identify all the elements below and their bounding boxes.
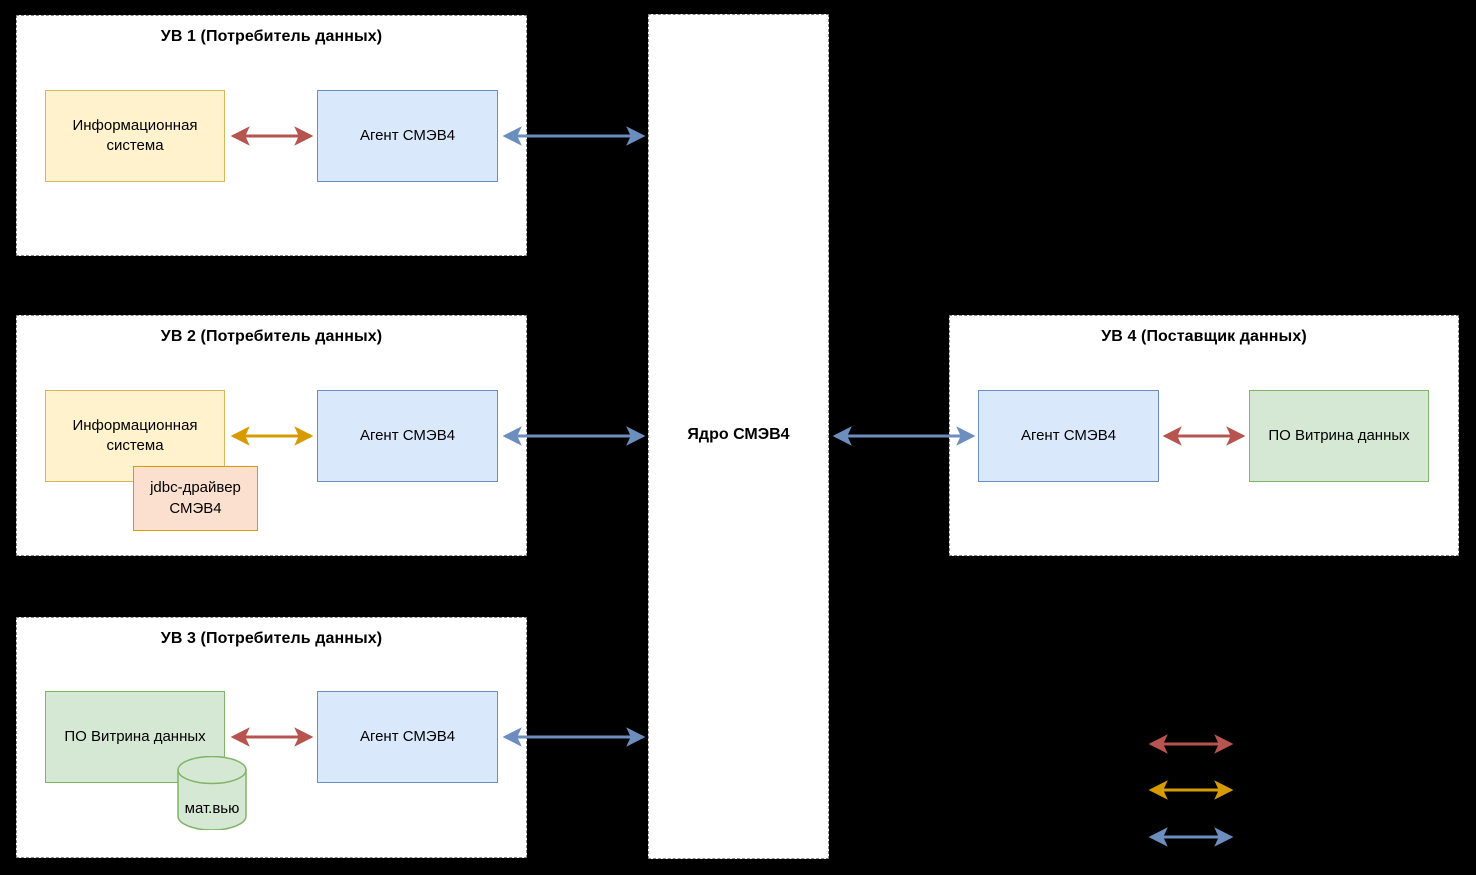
core-panel-label: Ядро СМЭВ4	[687, 426, 790, 443]
uv4-agent-label: Агент СМЭВ4	[1020, 426, 1117, 444]
uv1-info-system-box: Информационная система	[45, 90, 225, 182]
uv2-arrow-agent-core	[502, 426, 646, 446]
uv2-jdbc-driver-box: jdbc-драйвер СМЭВ4	[133, 466, 258, 531]
uv2-agent-box: Агент СМЭВ4	[317, 390, 498, 482]
uv4-arrow-core-agent	[832, 426, 976, 446]
uv2-arrow-is-agent	[230, 426, 314, 446]
uv3-arrow-agent-core	[502, 727, 646, 747]
uv1-info-system-label: Информационная система	[72, 116, 198, 154]
panel-uv1-title: УВ 1 (Потребитель данных)	[160, 28, 383, 45]
uv1-agent-box: Агент СМЭВ4	[317, 90, 498, 182]
uv3-matview-label: мат.вью	[184, 800, 240, 817]
uv3-agent-label: Агент СМЭВ4	[359, 727, 456, 745]
uv2-agent-label: Агент СМЭВ4	[359, 426, 456, 444]
core-panel-smev4	[648, 14, 829, 859]
panel-uv3-title: УВ 3 (Потребитель данных)	[160, 630, 383, 647]
panel-uv4-title: УВ 4 (Поставщик данных)	[1101, 328, 1307, 345]
uv1-arrow-agent-core	[502, 126, 646, 146]
panel-uv2-title: УВ 2 (Потребитель данных)	[160, 328, 383, 345]
uv3-showcase-label: ПО Витрина данных	[64, 727, 206, 745]
uv4-agent-box: Агент СМЭВ4	[978, 390, 1159, 482]
legend-red-arrow	[1148, 734, 1234, 754]
uv1-agent-label: Агент СМЭВ4	[359, 126, 456, 144]
uv4-showcase-box: ПО Витрина данных	[1249, 390, 1429, 482]
legend-orange-arrow	[1148, 780, 1234, 800]
uv2-info-system-label: Информационная система	[72, 416, 198, 454]
uv3-arrow-showcase-agent	[230, 727, 314, 747]
uv3-matview-cylinder	[177, 756, 247, 830]
uv4-arrow-agent-showcase	[1162, 426, 1246, 446]
uv2-jdbc-driver-label: jdbc-драйвер СМЭВ4	[150, 479, 241, 517]
uv3-showcase-box: ПО Витрина данных	[45, 691, 225, 783]
uv3-agent-box: Агент СМЭВ4	[317, 691, 498, 783]
legend-blue-arrow	[1148, 827, 1234, 847]
uv4-showcase-label: ПО Витрина данных	[1268, 426, 1410, 444]
uv1-arrow-is-agent	[230, 126, 314, 146]
